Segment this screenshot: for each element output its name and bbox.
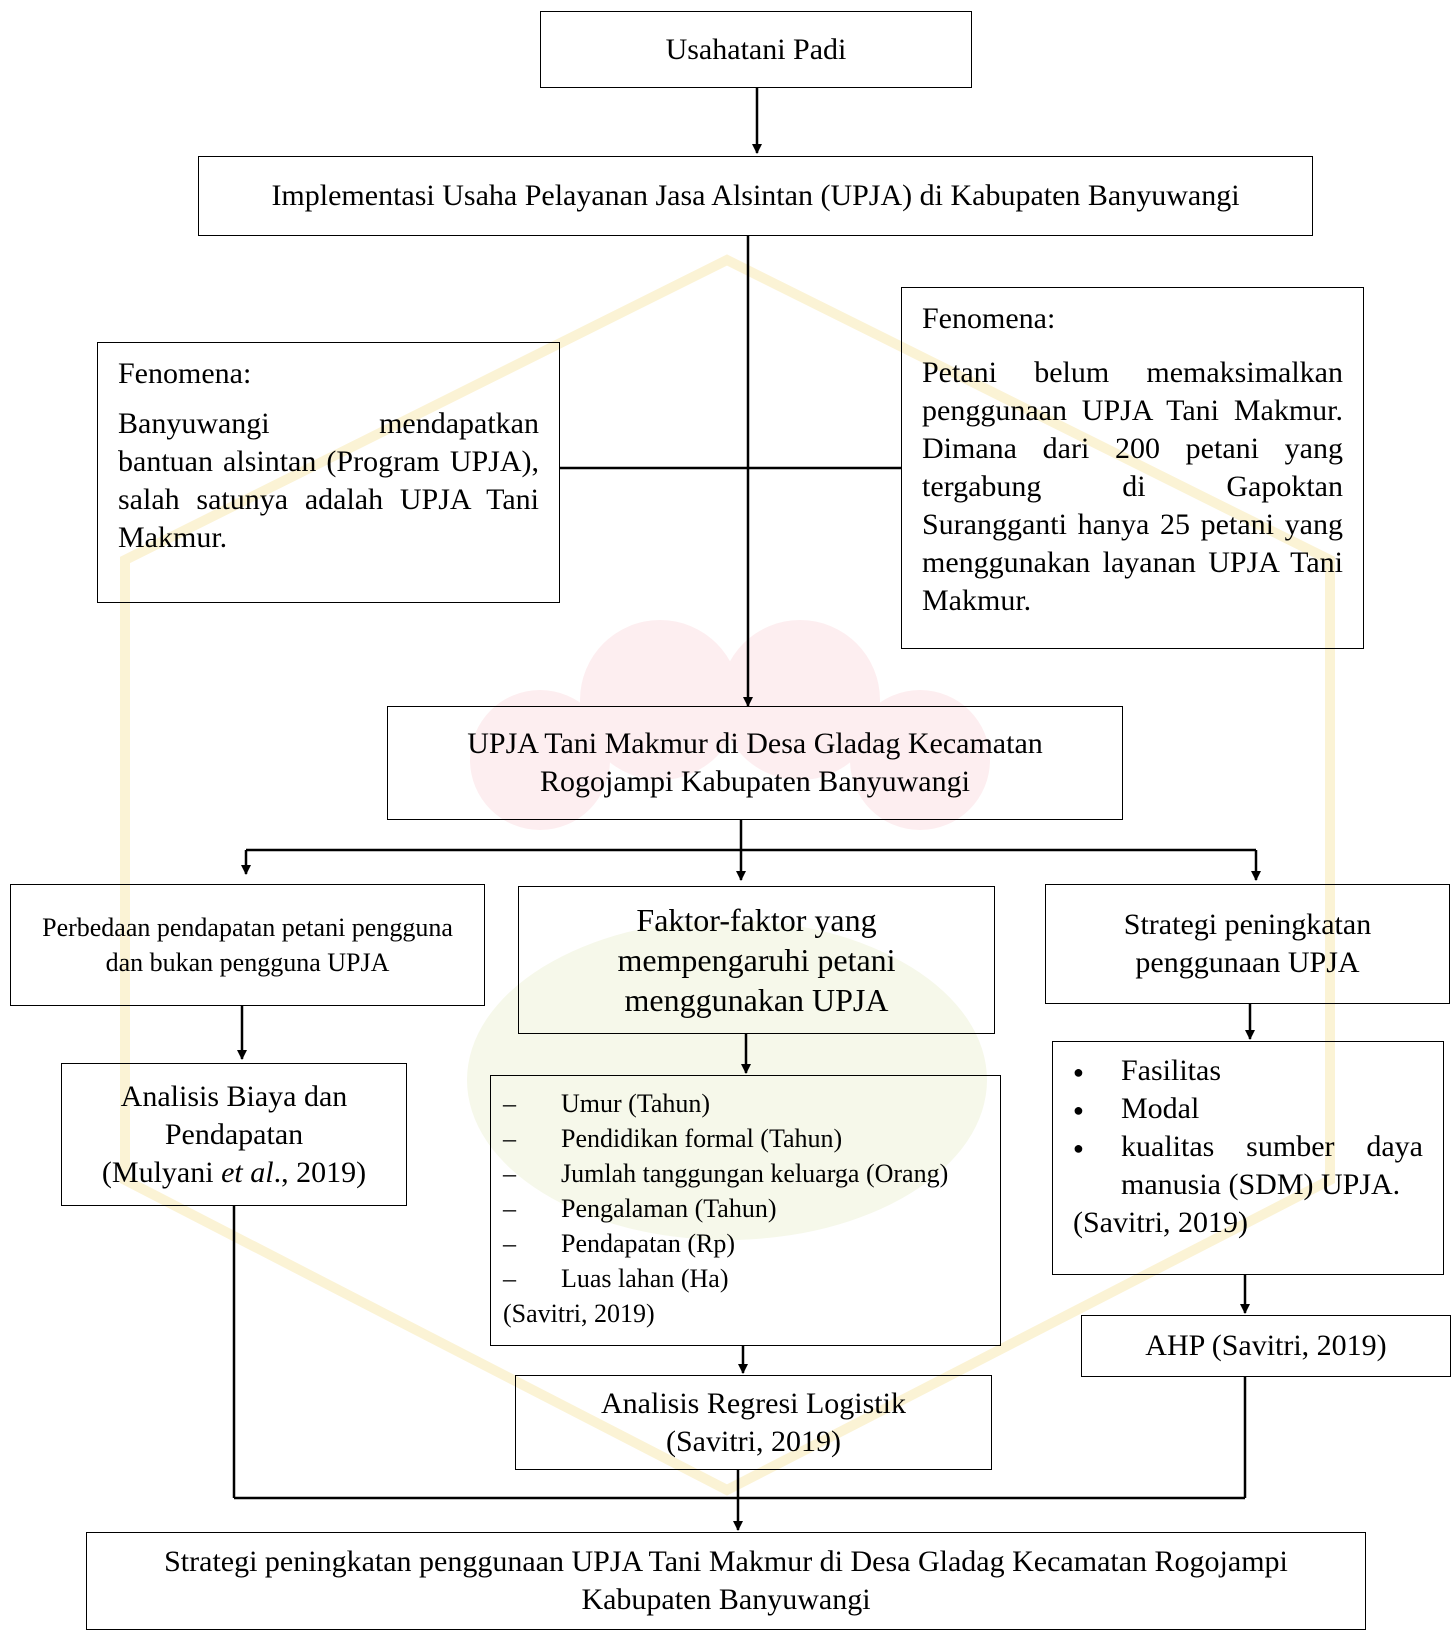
factor-list: Umur (Tahun) Pendidikan formal (Tahun) J… [503,1086,1000,1296]
regression-line1: Analisis Regresi Logistik [601,1386,906,1420]
analysis-citation: (Mulyani et al., 2019) [101,1155,367,1189]
node-label: Implementasi Usaha Pelayanan Jasa Alsint… [271,179,1240,212]
fenomena-left-heading: Fenomena: [118,357,252,390]
factor-item: Jumlah tanggungan keluarga (Orang) [503,1156,1000,1191]
node-usahatani-padi: Usahatani Padi [540,11,972,88]
node-implementation: Implementasi Usaha Pelayanan Jasa Alsint… [198,156,1313,236]
node-branch-strategy: Strategi peningkatan penggunaan UPJA [1045,884,1450,1004]
analysis-line2: Pendapatan [164,1117,304,1151]
node-logistic-regression: Analisis Regresi Logistik (Savitri, 2019… [515,1375,992,1470]
node-ahp: AHP (Savitri, 2019) [1081,1315,1451,1377]
node-factor-list: Umur (Tahun) Pendidikan formal (Tahun) J… [490,1075,1001,1346]
node-branch-income-difference: Perbedaan pendapatan petani pengguna dan… [10,884,485,1006]
strategy-item: Modal [1065,1090,1423,1129]
node-branch-factors: Faktor-faktor yang mempengaruhi petani m… [518,886,995,1034]
node-label: Strategi peningkatan penggunaan UPJA [1123,908,1372,979]
node-label: Usahatani Padi [665,32,847,66]
node-label: Perbedaan pendapatan petani pengguna dan… [42,913,453,977]
node-analysis-cost-income: Analisis Biaya dan Pendapatan (Mulyani e… [61,1063,407,1206]
node-upja-tani-makmur: UPJA Tani Makmur di Desa Gladag Kecamata… [387,706,1123,820]
node-fenomena-right: Fenomena: Petani belum memaksimalkan pen… [901,287,1364,649]
node-fenomena-left: Fenomena: Banyuwangi mendapatkan bantuan… [97,342,560,603]
strategy-item: kualitas sumber daya manusia (SDM) UPJA. [1065,1128,1423,1204]
factor-item: Pengalaman (Tahun) [503,1191,1000,1226]
node-label: Faktor-faktor yang mempengaruhi petani m… [617,902,896,1018]
factor-item: Pendidikan formal (Tahun) [503,1121,1000,1156]
node-label: Strategi peningkatan penggunaan UPJA Tan… [164,1545,1288,1616]
strategy-item: Fasilitas [1065,1052,1423,1091]
factor-item: Umur (Tahun) [503,1086,1000,1121]
factor-item: Pendapatan (Rp) [503,1226,1000,1261]
node-strategy-items: Fasilitas Modal kualitas sumber daya man… [1052,1041,1444,1275]
node-label: AHP (Savitri, 2019) [1145,1329,1387,1362]
analysis-line1: Analisis Biaya dan [120,1079,348,1113]
node-final-strategy: Strategi peningkatan penggunaan UPJA Tan… [86,1532,1366,1630]
fenomena-right-heading: Fenomena: [922,302,1056,335]
factor-citation: (Savitri, 2019) [503,1299,655,1328]
fenomena-right-body: Petani belum memaksimalkan penggunaan UP… [922,356,1343,617]
factor-item: Luas lahan (Ha) [503,1261,1000,1296]
node-label-line1: UPJA Tani Makmur di Desa Gladag Kecamata… [467,727,1043,760]
strategy-citation: (Savitri, 2019) [1073,1206,1248,1239]
strategy-list: Fasilitas Modal kualitas sumber daya man… [1065,1052,1423,1204]
regression-line2: (Savitri, 2019) [666,1424,841,1458]
fenomena-left-body: Banyuwangi mendapatkan bantuan alsintan … [118,407,539,554]
node-label-line2: Rogojampi Kabupaten Banyuwangi [540,765,970,798]
